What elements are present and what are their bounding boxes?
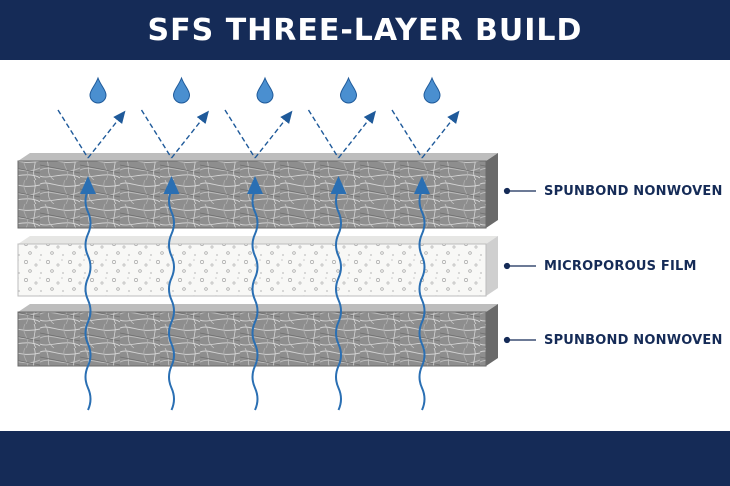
deflected-arrow-icon <box>87 110 126 159</box>
leader-lines <box>503 187 536 344</box>
water-droplet-icon <box>89 76 107 104</box>
layer-diagram: SPUNBOND NONWOVEN MICROPOROUS FILM SPUNB… <box>0 60 730 431</box>
vapor-arrow-icon <box>247 176 263 411</box>
incident-water-path <box>391 109 423 159</box>
vapor-arrow-icon <box>414 176 430 411</box>
incident-water-path <box>140 109 173 159</box>
incident-water-path <box>224 109 256 159</box>
vapor-arrow-icon <box>80 176 96 411</box>
water-droplet-icon <box>423 76 441 104</box>
footer-bar <box>0 431 730 486</box>
layer-top-nonwoven <box>17 153 498 229</box>
water-droplet-icon <box>256 76 274 104</box>
incident-water-path <box>57 109 89 159</box>
deflected-arrow-icon <box>170 110 209 159</box>
deflected-arrow-icon <box>421 110 460 159</box>
water-droplet-icon <box>172 76 191 104</box>
label-top-layer: SPUNBOND NONWOVEN <box>544 184 723 199</box>
incident-water-path <box>307 109 340 159</box>
layer-stack-graphic <box>17 76 536 411</box>
vapor-arrow-icon <box>163 176 180 411</box>
deflected-arrow-icon <box>254 110 293 159</box>
layer-bottom-nonwoven <box>17 304 498 367</box>
vapor-arrow-icon <box>330 176 347 411</box>
diagram-title: SFS THREE-LAYER BUILD <box>147 12 583 48</box>
header-bar: SFS THREE-LAYER BUILD <box>0 0 730 60</box>
deflected-arrow-icon <box>337 110 376 159</box>
label-bottom-layer: SPUNBOND NONWOVEN <box>544 333 723 348</box>
label-middle-layer: MICROPOROUS FILM <box>544 259 697 274</box>
water-droplet-icon <box>339 76 358 104</box>
